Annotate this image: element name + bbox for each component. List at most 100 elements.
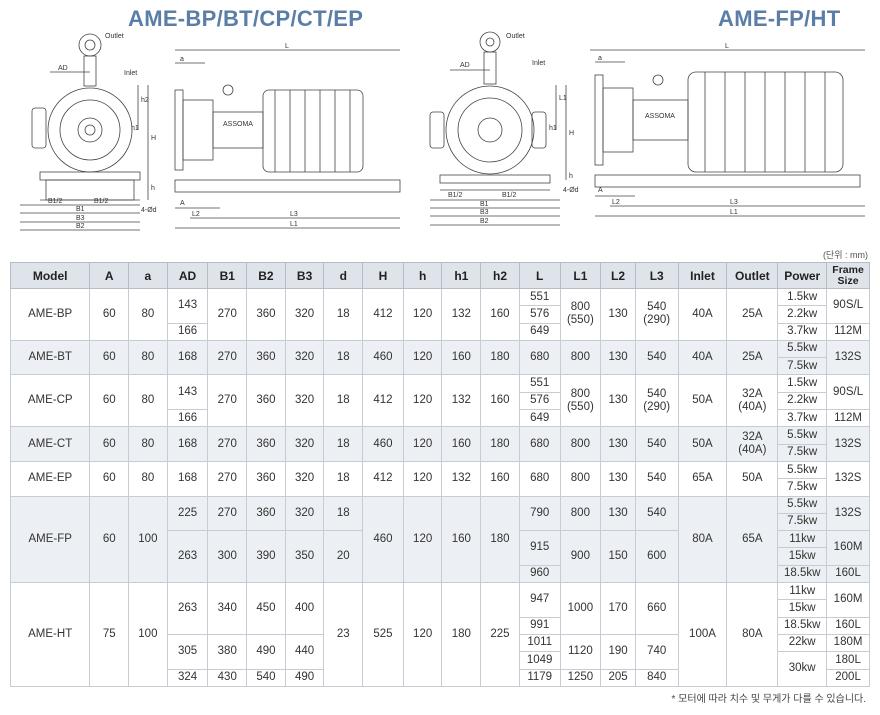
label-b3-left: B3 (76, 215, 85, 222)
cell: 270 (207, 288, 248, 341)
cell: 40A (677, 288, 728, 341)
label-a2-right: A (598, 187, 603, 194)
label-b12a-left: B1/2 (48, 198, 63, 205)
cell: 525 (362, 582, 404, 687)
cell: 1049 (518, 651, 561, 670)
cell: 143 (166, 374, 209, 411)
cell: 649 (518, 322, 561, 341)
cell: 800 (559, 426, 602, 462)
cell: 180 (480, 495, 520, 584)
header-frame-size: Frame Size (826, 262, 870, 289)
cell: 2.2kw (777, 305, 828, 324)
cell: 263 (166, 530, 209, 584)
cell-line: 32A (742, 387, 763, 400)
cell: 390 (246, 530, 286, 584)
cell: 100 (128, 495, 168, 584)
cell: 112M (826, 409, 870, 428)
header-h2: h2 (480, 262, 520, 289)
cell: 225 (480, 582, 520, 687)
cell: 360 (246, 374, 286, 428)
table-row: 15kw (11, 547, 870, 566)
cell: 25A (726, 339, 779, 376)
cell: 23 (323, 582, 364, 687)
cell: 649 (518, 409, 561, 428)
motor-body-right (687, 71, 844, 173)
cell: 120 (402, 495, 443, 584)
cell: 130 (600, 374, 636, 428)
cell: 1120 (559, 633, 602, 670)
cell: 132 (441, 288, 482, 341)
cell: 270 (207, 460, 248, 497)
label-b12b-left: B1/2 (94, 198, 109, 205)
table-row: 166 649 3.7kw 112M (11, 322, 870, 341)
cell: 15kw (777, 547, 828, 566)
cell: 490 (246, 633, 286, 670)
label-b12a-right: B1/2 (448, 192, 463, 199)
table-row: 324 430 540 490 1179 1250 205 840 200L (11, 668, 870, 687)
cell: 65A (726, 495, 779, 584)
cell: 800(550) (559, 288, 602, 341)
cell: 1179 (518, 668, 561, 687)
cell: 460 (362, 495, 404, 584)
cell: 50A (677, 426, 728, 462)
cell: 160L (826, 564, 870, 584)
drawing-right: Outlet Inlet AD a L L1 h1 H h B1/2 B1/2 … (429, 31, 865, 226)
cell: 440 (284, 633, 325, 670)
label-l1v-right: L1 (559, 95, 567, 102)
cell: 168 (166, 339, 209, 376)
table-row: 7.5kw (11, 357, 870, 376)
cell: 40A (677, 339, 728, 376)
cell: 150 (600, 530, 636, 584)
cell: 60 (89, 495, 130, 584)
table-row: 166 649 3.7kw 112M (11, 409, 870, 428)
cell: 168 (166, 426, 209, 462)
cell: 350 (284, 530, 325, 584)
cell: 20 (323, 530, 364, 584)
cell: 180 (441, 582, 482, 687)
cell: 80 (128, 374, 168, 428)
cell: 18 (323, 426, 364, 462)
cell: 11kw (777, 582, 828, 601)
cell: 160 (441, 495, 482, 584)
cell-model: AME-FP (9, 495, 91, 584)
cell-line: 800 (570, 387, 590, 400)
cell: 790 (518, 495, 561, 532)
cell-line: (290) (643, 400, 671, 413)
cell-model: AME-HT (9, 582, 91, 687)
cell: 740 (634, 633, 679, 670)
table-row: 576 2.2kw (11, 305, 870, 324)
header-a-lower: a (128, 262, 168, 289)
cell: 32A(40A) (726, 374, 779, 428)
cell: 305 (166, 633, 209, 670)
cell: 132S (826, 426, 870, 462)
label-l1-left: L1 (290, 221, 298, 228)
cell: 800 (559, 339, 602, 376)
cell: 1000 (559, 582, 602, 635)
cell: 65A (677, 460, 728, 497)
cell: 18 (323, 495, 364, 532)
label-b12b-right: B1/2 (502, 192, 517, 199)
cell: 18.5kw (777, 616, 828, 635)
cell: 360 (246, 460, 286, 497)
cell: 1011 (518, 633, 561, 653)
table-row: 576 2.2kw (11, 391, 870, 411)
cell: 5.5kw (777, 495, 828, 514)
label-h1-left: h1 (131, 125, 139, 132)
cell-line: 32A (742, 430, 763, 443)
cell: 540(290) (634, 374, 679, 428)
cell: 412 (362, 288, 404, 341)
cell: 60 (89, 339, 130, 376)
table-row: 1049 30kw 180L (11, 651, 870, 687)
cell: 263 (166, 582, 209, 635)
label-a2-left: A (180, 200, 185, 207)
cell: 915 (518, 530, 561, 566)
cell: 324 (166, 668, 209, 687)
table-row: AME-FP 60 100 225 270 360 320 18 460 120… (9, 495, 870, 584)
cell: 100 (128, 582, 168, 687)
cell: 132S (826, 460, 870, 497)
cell: 80 (128, 460, 168, 497)
label-b1-right: B1 (480, 201, 489, 208)
cell: 900 (559, 530, 602, 584)
cell: 430 (207, 668, 248, 687)
cell: 130 (600, 288, 636, 341)
